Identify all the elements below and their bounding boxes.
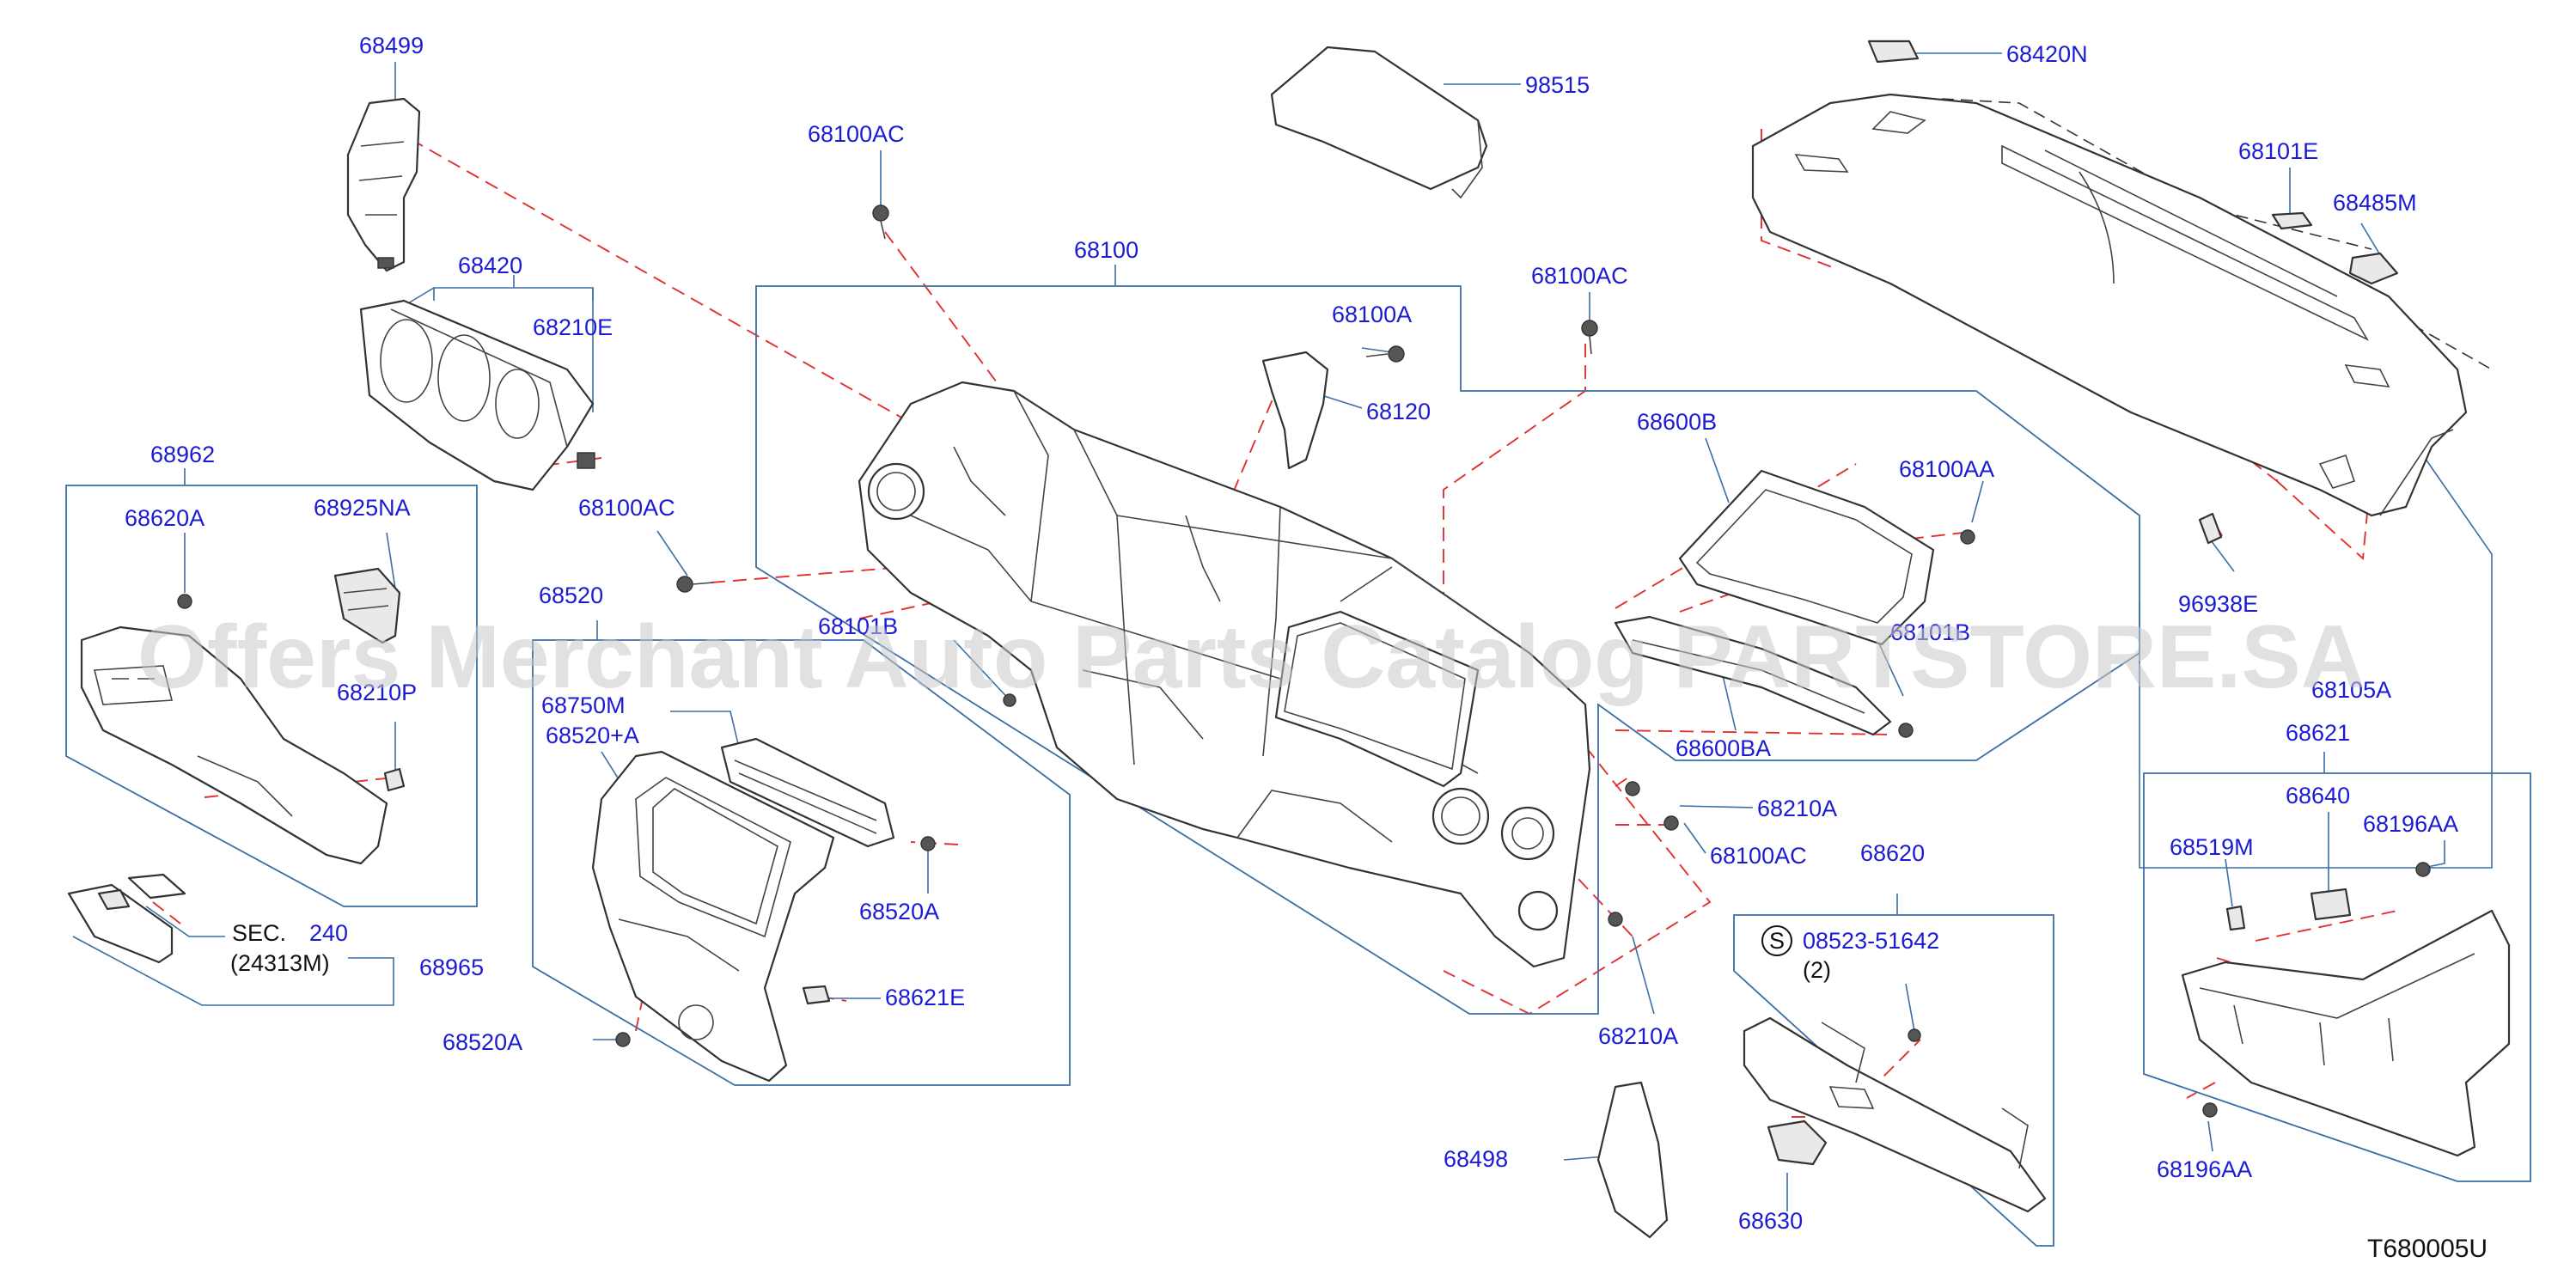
label-68520: 68520 bbox=[539, 583, 603, 608]
part-68499-bracket bbox=[346, 97, 421, 272]
part-68600B-frame bbox=[1678, 469, 1975, 646]
part-68750M-vent bbox=[720, 737, 936, 851]
part-68520-cluster-finisher bbox=[591, 750, 835, 1083]
label-68210p: 68210P bbox=[337, 680, 417, 705]
label-68620: 68620 bbox=[1860, 840, 1925, 866]
label-68520a-right: 68520A bbox=[859, 899, 939, 924]
part-68600BA-bracket bbox=[1614, 615, 1914, 738]
label-68498: 68498 bbox=[1444, 1146, 1508, 1172]
label-68100: 68100 bbox=[1074, 237, 1138, 263]
part-68120-bracket bbox=[1261, 345, 1405, 470]
diagram-code: T680005U bbox=[2367, 1235, 2487, 1263]
label-68100aa: 68100AA bbox=[1899, 456, 1994, 482]
label-68640: 68640 bbox=[2286, 783, 2350, 808]
sec-prefix: SEC. bbox=[232, 920, 286, 946]
label-68210a-lower: 68210A bbox=[1598, 1023, 1678, 1049]
label-68100ac-top: 68100AC bbox=[808, 121, 905, 147]
sec-sub: (24313M) bbox=[230, 950, 330, 976]
sec-number: 240 bbox=[309, 920, 348, 946]
label-68962: 68962 bbox=[150, 442, 215, 467]
screw-symbol-circle bbox=[1761, 925, 1792, 956]
label-68621: 68621 bbox=[2286, 720, 2350, 746]
fasteners bbox=[676, 204, 1921, 1042]
label-68600b: 68600B bbox=[1637, 409, 1717, 435]
part-68621-glove-box bbox=[2181, 862, 2511, 1157]
leader-lines bbox=[65, 52, 2531, 1247]
watermark: Offers Merchant Auto Parts Catalog PARTS… bbox=[137, 607, 2365, 707]
label-68210e: 68210E bbox=[533, 314, 613, 340]
part-68498-side-cover bbox=[1596, 1081, 1669, 1239]
label-68100ac-mid: 68100AC bbox=[1531, 263, 1628, 289]
part-98515-airbag-cover bbox=[1270, 46, 1488, 199]
part-68420N-clip bbox=[1867, 40, 1920, 64]
part-68965-cover bbox=[67, 873, 186, 964]
part-68925NA-switch bbox=[333, 567, 401, 644]
part-number-labels: 68499 68100AC 98515 68420N 68100 68101E … bbox=[125, 33, 2458, 1234]
section-reference: SEC. 240 (24313M) bbox=[230, 920, 348, 976]
label-68520a-bottom: 68520A bbox=[443, 1029, 522, 1055]
label-68101b: 68101B bbox=[818, 613, 898, 639]
label-68600ba: 68600BA bbox=[1676, 735, 1771, 761]
screw-symbol: S bbox=[1769, 928, 1785, 954]
label-68100ac-left: 68100AC bbox=[578, 495, 675, 521]
label-68499: 68499 bbox=[359, 33, 424, 58]
label-68105a: 68105A bbox=[2311, 677, 2391, 703]
label-96938e: 96938E bbox=[2178, 591, 2258, 617]
part-68101E-68485M-clips bbox=[2198, 211, 2399, 545]
label-68101b-right: 68101B bbox=[1890, 619, 1970, 645]
label-68520-plus-a: 68520+A bbox=[546, 723, 639, 748]
label-68120: 68120 bbox=[1366, 399, 1431, 424]
label-68101e: 68101E bbox=[2238, 138, 2318, 164]
label-68210a-upper: 68210A bbox=[1757, 796, 1837, 821]
label-68620a: 68620A bbox=[125, 505, 204, 531]
screw-qty: (2) bbox=[1803, 957, 1831, 983]
label-68420: 68420 bbox=[458, 253, 522, 278]
label-68750m: 68750M bbox=[541, 692, 626, 718]
label-68630: 68630 bbox=[1738, 1208, 1803, 1234]
label-68196aa-bottom: 68196AA bbox=[2157, 1156, 2252, 1182]
screw-part-number: 08523-51642 bbox=[1803, 928, 1939, 954]
label-68420n: 68420N bbox=[2006, 41, 2088, 67]
screw-reference: S 08523-51642 (2) bbox=[1761, 925, 1939, 983]
label-68100ac-low: 68100AC bbox=[1710, 843, 1807, 869]
label-68485m: 68485M bbox=[2333, 190, 2417, 216]
label-68100a: 68100A bbox=[1332, 302, 1412, 327]
part-68620-glove-box-lid bbox=[1743, 1016, 2047, 1213]
label-68621e: 68621E bbox=[885, 985, 965, 1010]
part-68102-upper-panel bbox=[1751, 93, 2468, 517]
label-98515: 98515 bbox=[1525, 72, 1590, 98]
label-68925na: 68925NA bbox=[314, 495, 411, 521]
part-68420-meter-hood bbox=[359, 299, 595, 491]
label-68196aa-top: 68196AA bbox=[2363, 811, 2458, 837]
label-68519m: 68519M bbox=[2170, 834, 2254, 860]
main-dash-panel-68100 bbox=[858, 381, 1591, 968]
part-68962-lower-cover bbox=[80, 594, 406, 865]
label-68965: 68965 bbox=[419, 955, 484, 980]
